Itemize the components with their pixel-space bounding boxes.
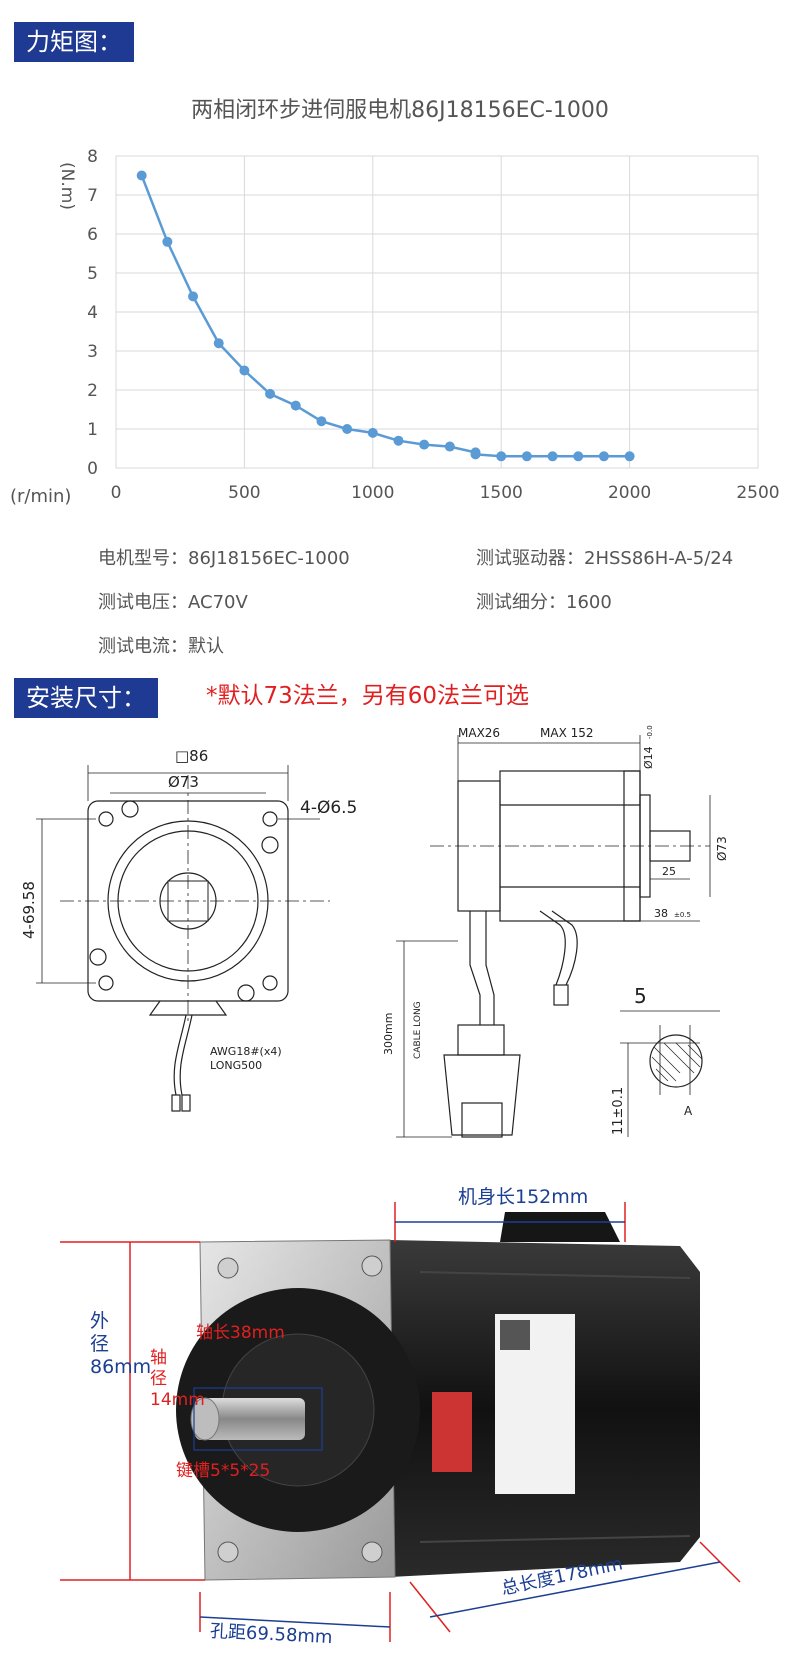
- dim-cable-len: 300mm: [382, 1013, 395, 1055]
- dim-phi14-tol: -0.015: [646, 725, 654, 739]
- label-outer-diameter-line1: 外径: [90, 1310, 110, 1355]
- torque-data-point: [265, 388, 276, 399]
- spec-current-value: 默认: [188, 636, 224, 657]
- y-tick-label: 6: [87, 225, 98, 245]
- torque-data-point: [419, 439, 430, 450]
- dim-awg: AWG18#(x4): [210, 1045, 282, 1058]
- torque-data-point: [444, 441, 455, 452]
- dim-38-tol: ±0.5: [674, 911, 691, 919]
- y-tick-label: 7: [87, 186, 98, 206]
- spec-voltage: 测试电压：AC70V: [98, 588, 248, 614]
- label-shaft-diameter: 轴径14mm: [150, 1348, 205, 1411]
- label-body-length: 机身长152mm: [458, 1186, 589, 1208]
- torque-data-point: [162, 236, 173, 247]
- label-shaft-diameter-line1: 轴径: [150, 1348, 167, 1389]
- torque-data-point: [470, 449, 481, 460]
- dim-cable-long: CABLE LONG: [413, 1001, 423, 1059]
- y-tick-label: 5: [87, 264, 98, 284]
- spec-voltage-value: AC70V: [188, 592, 248, 613]
- x-tick-label: 1500: [480, 483, 523, 503]
- dim-square: □86: [175, 747, 208, 765]
- dim-38: 38: [654, 907, 668, 920]
- spec-microstep-label: 测试细分：: [476, 592, 566, 613]
- torque-data-point: [496, 451, 507, 462]
- torque-data-point: [367, 427, 378, 438]
- spec-model-value: 86J18156EC-1000: [188, 548, 350, 569]
- label-keyway: 键槽5*5*25: [176, 1461, 271, 1481]
- x-tick-label: 2000: [608, 483, 651, 503]
- dim-label-a: A: [684, 1104, 693, 1118]
- spec-model-label: 电机型号：: [98, 548, 188, 569]
- label-shaft-length: 轴长38mm: [196, 1323, 285, 1343]
- install-note: *默认73法兰，另有60法兰可选: [206, 683, 530, 709]
- torque-series-line: [140, 175, 630, 458]
- technical-drawing: □86 Ø73 4-Ø6.5 4-69.58 AWG18#(x4) LONG50…: [20, 725, 729, 1138]
- spec-driver: 测试驱动器：2HSS86H-A-5/24: [476, 544, 733, 570]
- torque-data-point: [136, 170, 147, 181]
- dim-hole-spacing: 4-69.58: [20, 881, 38, 939]
- torque-data-point: [342, 424, 353, 434]
- spec-driver-label: 测试驱动器：: [476, 548, 584, 569]
- y-tick-label: 4: [87, 303, 98, 323]
- label-outer-diameter-line2: 86mm: [90, 1356, 152, 1378]
- chart-title: 两相闭环步进伺服电机86J18156EC-1000: [191, 98, 609, 123]
- install-section-header: 安装尺寸：: [14, 678, 158, 718]
- torque-chart: 0 1 2 3 4 5 6 7 8 0 500 1000 1500 2000 2500 (r/min) (N.m…: [10, 147, 780, 507]
- torque-data-point: [598, 451, 609, 462]
- y-tick-label: 1: [87, 420, 98, 440]
- spec-model: 电机型号：86J18156EC-1000: [98, 544, 350, 570]
- dim-key11: 11±0.1: [611, 1087, 626, 1135]
- dim-holes: 4-Ø6.5: [300, 798, 357, 818]
- y-tick-label: 2: [87, 381, 98, 401]
- torque-data-point: [188, 291, 199, 302]
- spec-driver-value: 2HSS86H-A-5/24: [584, 548, 734, 569]
- x-tick-label: 1000: [351, 483, 394, 503]
- x-tick-label: 0: [111, 483, 122, 503]
- dim-25: 25: [662, 865, 676, 878]
- torque-data-point: [624, 451, 635, 462]
- y-axis-label: (N.m): [57, 162, 77, 210]
- dim-phi73-side: Ø73: [715, 836, 729, 861]
- dim-phi73: Ø73: [168, 773, 199, 791]
- torque-data-point: [213, 338, 224, 349]
- torque-data-point: [393, 435, 404, 446]
- y-tick-label: 8: [87, 147, 98, 167]
- torque-data-point: [290, 400, 301, 411]
- torque-data-point: [316, 416, 327, 427]
- torque-section-header: 力矩图：: [14, 22, 134, 62]
- label-shaft-diameter-line2: 14mm: [150, 1390, 205, 1410]
- torque-data-point: [239, 365, 250, 376]
- spec-microstep: 测试细分：1600: [476, 588, 612, 614]
- dim-max26: MAX26: [458, 726, 500, 740]
- x-tick-label: 2500: [736, 483, 779, 503]
- torque-data-point: [547, 451, 558, 462]
- side-view: [396, 735, 720, 1138]
- torque-data-point: [521, 451, 532, 462]
- motor-photo: [60, 1202, 741, 1642]
- y-tick-label: 3: [87, 342, 98, 362]
- dim-long500: LONG500: [210, 1059, 262, 1072]
- dim-max152: MAX 152: [540, 726, 594, 740]
- dim-key5: 5: [634, 984, 647, 1008]
- x-tick-label: 500: [228, 483, 260, 503]
- spec-current-label: 测试电流：: [98, 636, 188, 657]
- x-axis-label: (r/min): [10, 486, 71, 507]
- dim-phi14: Ø14: [642, 746, 655, 769]
- front-view: [36, 765, 330, 1112]
- y-tick-label: 0: [87, 459, 98, 479]
- spec-microstep-value: 1600: [566, 592, 612, 613]
- torque-data-point: [573, 451, 584, 462]
- spec-voltage-label: 测试电压：: [98, 592, 188, 613]
- spec-current: 测试电流：默认: [98, 632, 224, 658]
- label-outer-diameter: 外径86mm: [90, 1310, 151, 1379]
